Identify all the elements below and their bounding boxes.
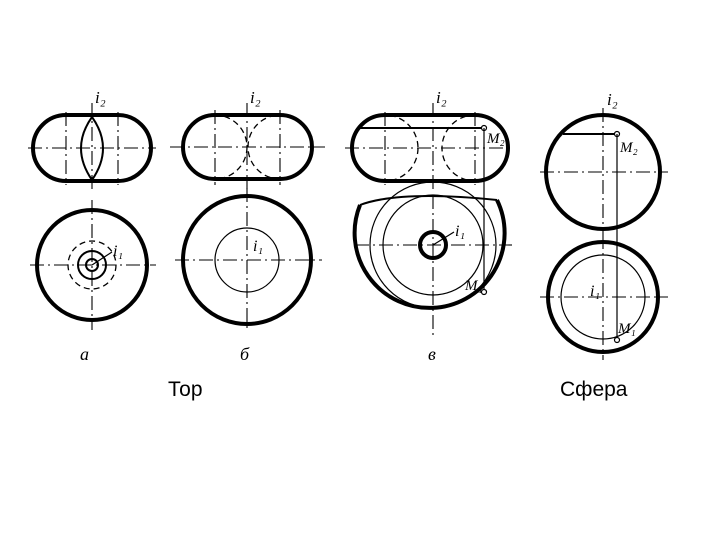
sphere-axis-label-i1: i₁ <box>590 283 600 300</box>
torus-a-letter: а <box>80 344 89 364</box>
sphere-caption: Сфера <box>560 378 628 401</box>
torus-c-top-cut-edge <box>359 195 498 206</box>
torus-b-letter: б <box>240 344 250 364</box>
torus-b-axis-label-i2: i₂ <box>250 88 261 107</box>
sphere: M₂ i₂ M₁ i₁ <box>540 90 668 360</box>
torus-c-leader <box>432 231 455 246</box>
sphere-axis-label-i2: i₂ <box>607 90 618 109</box>
torus-caption: Тор <box>168 378 203 401</box>
sphere-point-m1-marker <box>613 336 621 344</box>
torus-a-front-outline <box>31 113 153 183</box>
torus-c-point-label-m1: M₁ <box>464 278 483 294</box>
torus-c-top-ring-1 <box>369 181 497 309</box>
torus-c-point-m1-marker <box>480 288 488 296</box>
torus-c-point-label-m2: M₂ <box>486 131 505 147</box>
torus-b: i₂ i₁ б <box>170 88 325 364</box>
torus-a-axis-label-i2: i₂ <box>95 88 106 107</box>
torus-c-axis-label-i2: i₂ <box>436 88 447 107</box>
torus-a-axis-label-i1: i₁ <box>113 243 123 260</box>
torus-c-axis-label-i1: i₁ <box>455 223 465 240</box>
torus-b-axis-label-i1: i₁ <box>253 238 263 255</box>
sphere-point-label-m2: M₂ <box>619 140 638 156</box>
torus-c: M₂ i₂ M₁ i₁ в <box>345 88 512 364</box>
torus-a: i₂ i₁ а <box>28 88 156 364</box>
torus-c-letter: в <box>428 344 436 364</box>
torus-a-leader <box>91 251 113 266</box>
sphere-point-label-m1: M₁ <box>617 321 636 337</box>
